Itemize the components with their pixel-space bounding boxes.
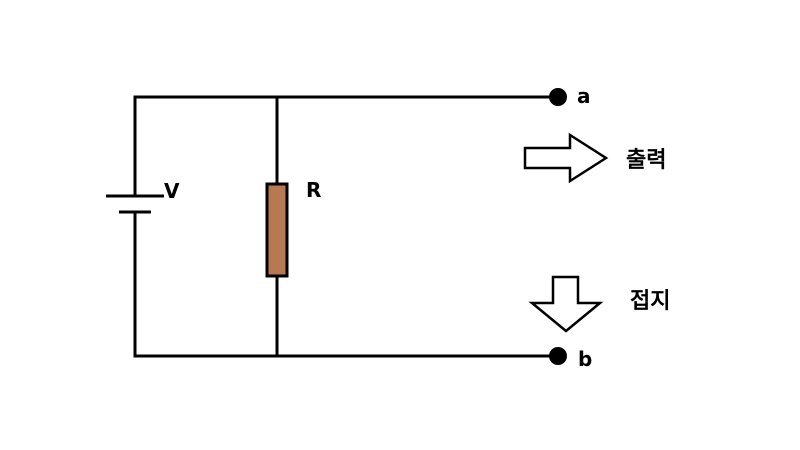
resistor-label: R — [306, 178, 321, 202]
voltage-label: V — [164, 179, 180, 203]
resistor-body — [265, 182, 289, 278]
output-label: 출력 — [626, 148, 666, 173]
terminal-a-dot — [549, 88, 567, 106]
voltage-source-symbol — [106, 194, 164, 214]
down-arrow-icon — [528, 275, 604, 333]
ground-label: 접지 — [630, 289, 670, 314]
terminal-a-label: a — [577, 84, 591, 108]
terminal-b-dot — [549, 347, 567, 365]
terminal-b-label: b — [578, 347, 592, 371]
right-arrow-icon — [523, 132, 609, 184]
